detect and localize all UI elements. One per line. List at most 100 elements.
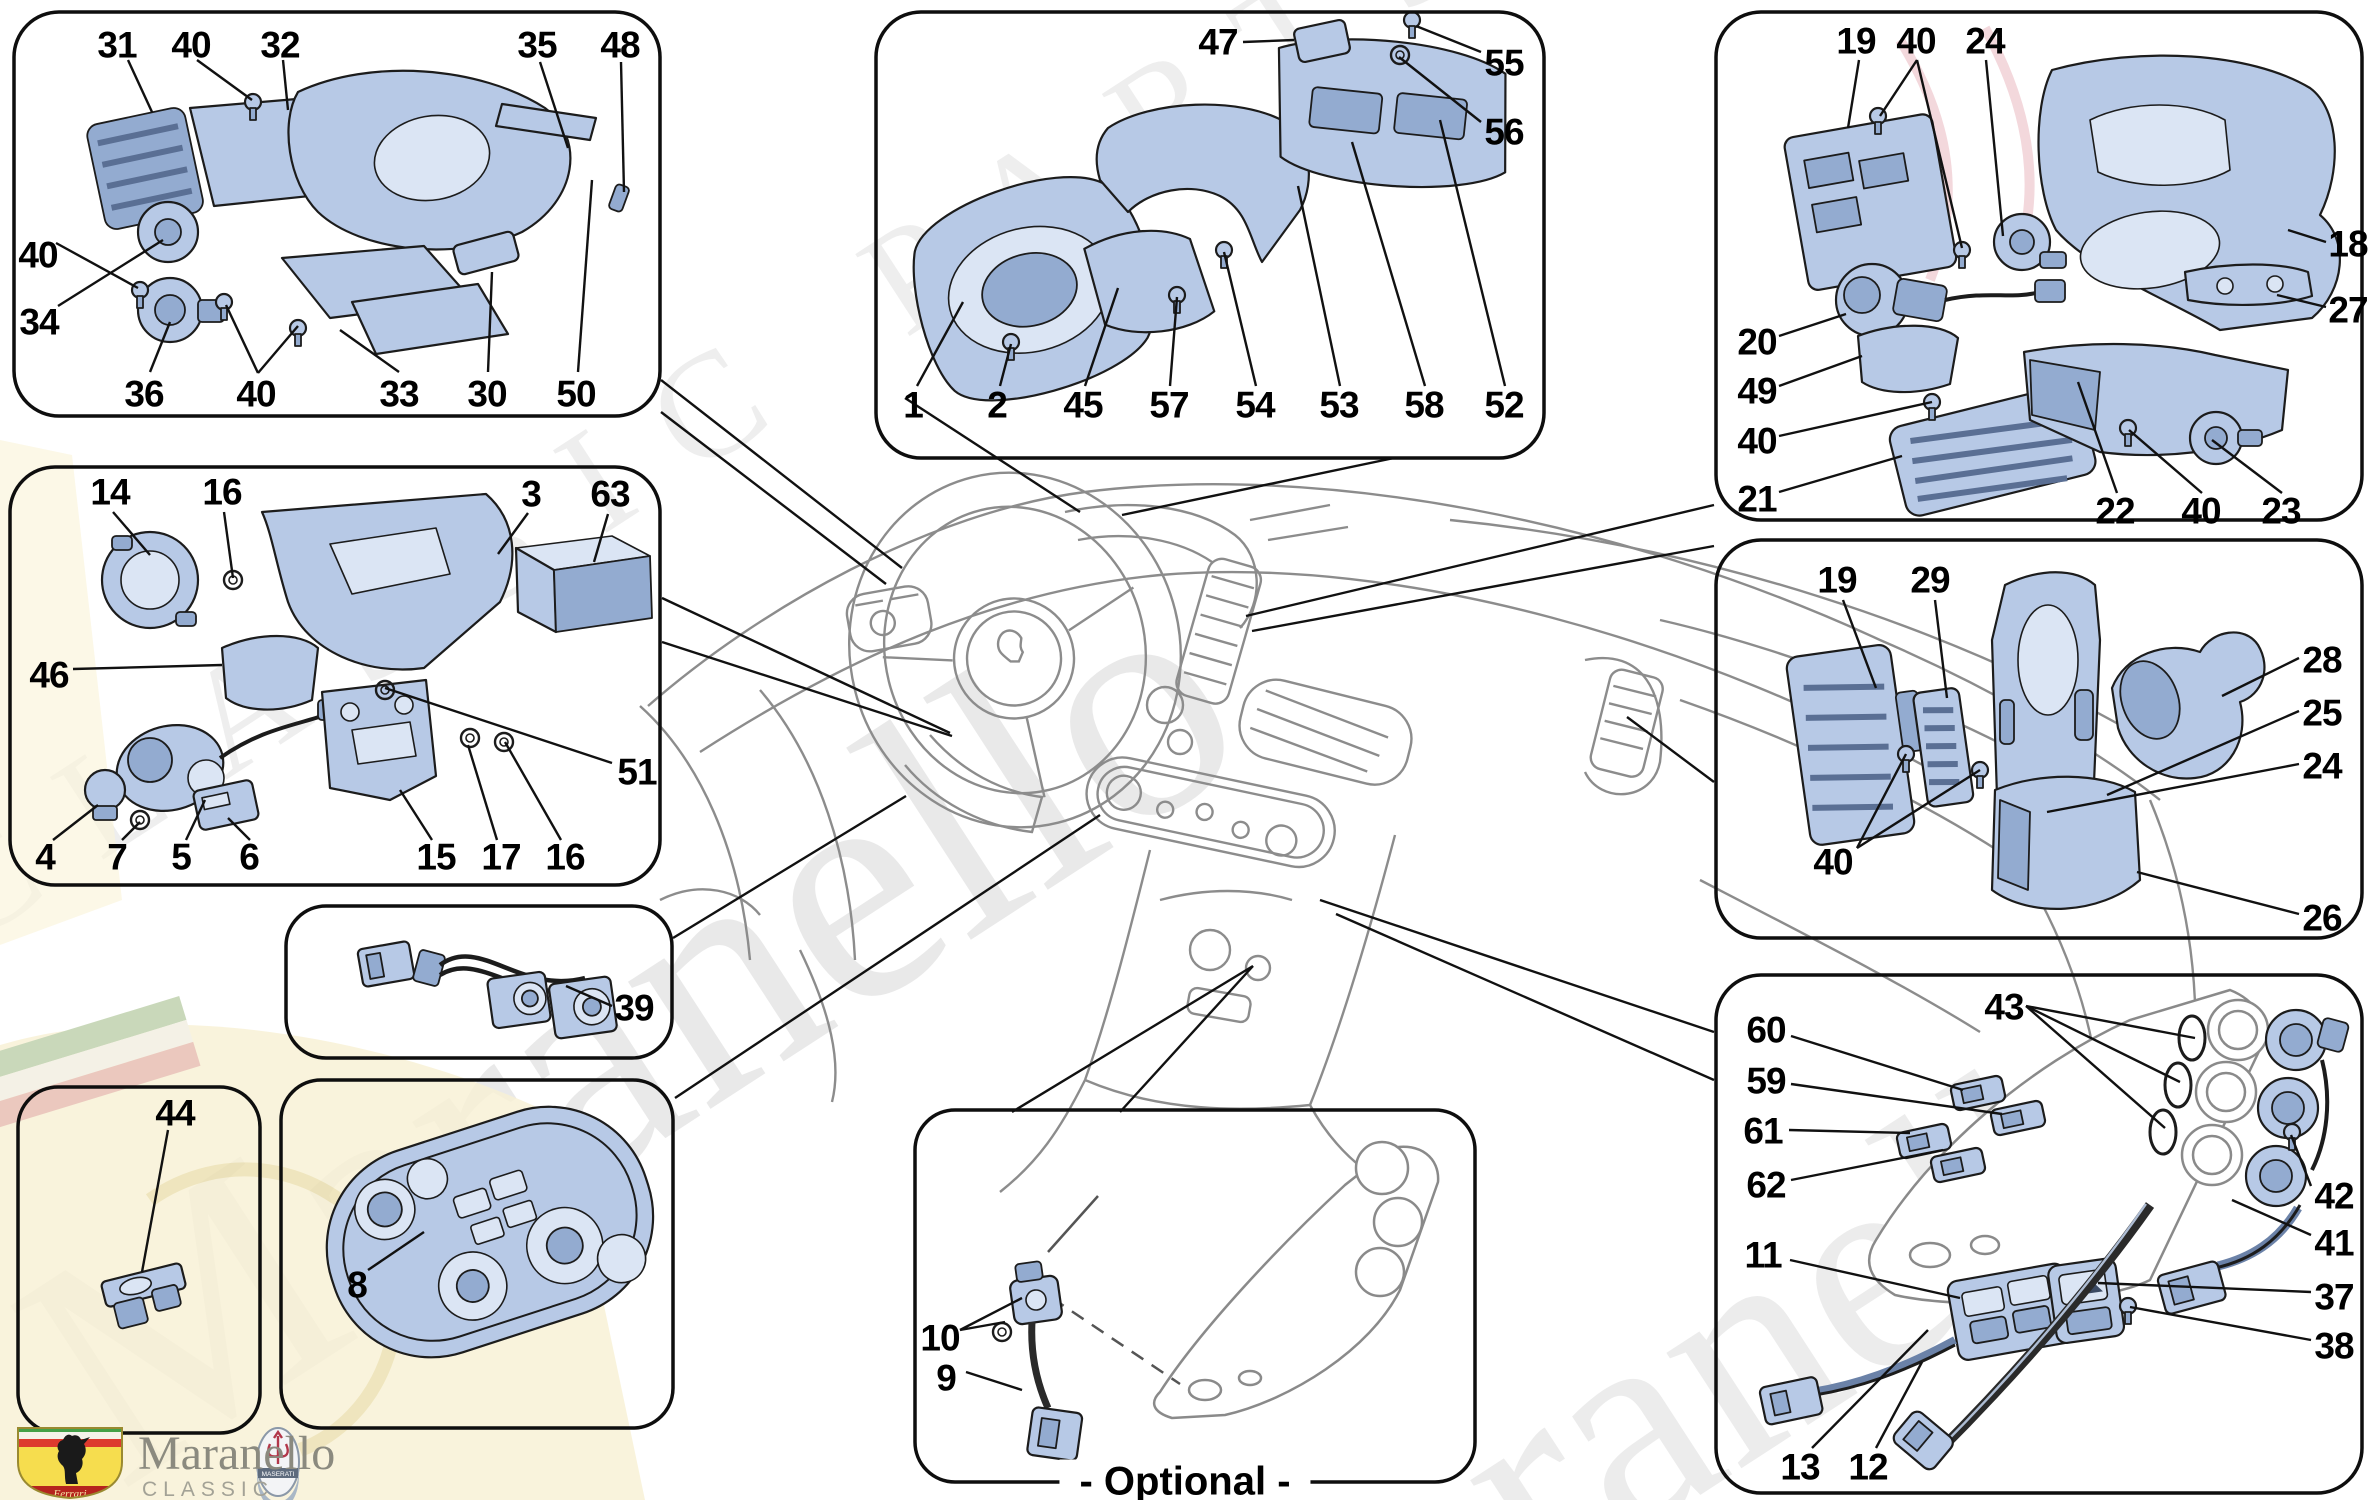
callout-ignition-knee-panel-4: 4 — [35, 836, 56, 878]
callout-side-vent-25: 25 — [2302, 692, 2342, 734]
panel-box-instrument-cluster — [874, 10, 1546, 460]
leader-tunnel-switches — [2025, 1004, 2196, 1040]
leader-steering-shrouds — [486, 271, 494, 373]
leader-ignition-knee-panel — [184, 799, 207, 841]
callout-harness-switches-39: 39 — [614, 987, 654, 1029]
leader-steering-shrouds — [257, 325, 299, 374]
panel-box-tunnel-switches — [1714, 973, 2364, 1495]
leader-ignition-knee-panel — [592, 513, 610, 563]
callout-instrument-cluster-45: 45 — [1063, 384, 1103, 426]
leader-instrument-cluster — [1350, 141, 1427, 387]
leader-tunnel-switches — [1811, 1329, 1929, 1449]
leader-side-vent — [2221, 656, 2300, 698]
leader-passenger-dash-panels — [1984, 59, 2005, 237]
callout-side-vent-28: 28 — [2302, 639, 2342, 681]
leader-ignition-knee-panel — [112, 511, 151, 556]
callout-ignition-knee-panel-14: 14 — [90, 471, 130, 513]
box4-parts — [100, 1262, 187, 1330]
callout-instrument-cluster-58: 58 — [1404, 384, 1444, 426]
callout-instrument-cluster-57: 57 — [1149, 384, 1189, 426]
callout-tunnel-switches-43: 43 — [1984, 986, 2024, 1028]
logo-art: Ferrari MASERATI — [17, 1427, 300, 1500]
leader-optional-sensor — [959, 1296, 1023, 1332]
leader-side-vent — [1855, 753, 1908, 849]
callout-passenger-dash-panels-24: 24 — [1965, 20, 2005, 62]
maserati-roundel-icon: MASERATI — [256, 1427, 300, 1500]
box6-parts — [912, 10, 1507, 402]
callout-side-vent-40: 40 — [1813, 841, 1853, 883]
box3-parts — [356, 940, 618, 1040]
box7-parts — [1783, 54, 2341, 517]
callout-tunnel-switches-60: 60 — [1746, 1009, 1786, 1051]
callout-tunnel-switches-37: 37 — [2314, 1276, 2354, 1318]
leader-steering-shrouds — [619, 61, 626, 193]
callout-passenger-dash-panels-40: 40 — [1896, 20, 1936, 62]
callout-instrument-cluster-52: 52 — [1484, 384, 1524, 426]
leader-tunnel-switches — [1788, 1128, 1911, 1135]
leader-passenger-dash-panels — [1778, 354, 1863, 388]
connector-line — [674, 814, 1101, 1099]
leader-tunnel-switches — [1790, 1148, 1944, 1182]
leader-optional-sensor — [959, 1320, 1006, 1332]
callout-ignition-knee-panel-51: 51 — [617, 751, 657, 793]
leader-tunnel-switches — [2231, 1198, 2312, 1237]
leader-steering-shrouds — [224, 304, 260, 374]
callout-side-vent-29: 29 — [1910, 559, 1950, 601]
leader-tunnel-switches — [2025, 1004, 2181, 1084]
leader-instrument-cluster — [1242, 38, 1295, 44]
leader-side-vent — [2136, 870, 2300, 916]
callout-clip-44: 44 — [155, 1092, 195, 1134]
callout-passenger-dash-panels-18: 18 — [2328, 223, 2368, 265]
leader-ignition-knee-panel — [503, 741, 563, 841]
callout-passenger-dash-panels-19: 19 — [1836, 20, 1876, 62]
leader-clip — [140, 1129, 170, 1273]
leader-steering-shrouds — [281, 59, 290, 111]
leader-ignition-knee-panel — [222, 511, 235, 579]
callout-ignition-knee-panel-6: 6 — [239, 836, 260, 878]
leader-passenger-dash-panels — [2128, 429, 2203, 494]
leader-tunnel-switches — [2097, 1281, 2312, 1294]
box5-parts — [325, 1105, 655, 1359]
leader-passenger-dash-panels — [1778, 454, 1903, 494]
leader-steering-shrouds — [57, 238, 164, 308]
callout-passenger-dash-panels-22: 22 — [2095, 490, 2135, 532]
callout-steering-shrouds-31: 31 — [97, 24, 137, 66]
callout-ignition-knee-panel-16: 16 — [545, 836, 585, 878]
leader-side-vent — [1933, 599, 1949, 699]
panel-box-ignition-knee-panel — [8, 465, 662, 887]
box9-parts — [1758, 988, 2350, 1471]
leader-steering-shrouds — [538, 61, 570, 149]
connector-line — [1626, 716, 1715, 783]
optional-box-label: - Optional - — [1059, 1459, 1311, 1500]
callout-ignition-knee-panel-7: 7 — [107, 836, 128, 878]
logo-tagline-text: CLASSIC PARTS — [142, 1478, 274, 1500]
box1-parts — [86, 69, 630, 356]
leader-side-vent — [2046, 762, 2300, 814]
callout-passenger-dash-panels-49: 49 — [1737, 370, 1777, 412]
leader-ignition-knee-panel — [72, 663, 223, 671]
callout-ignition-knee-panel-46: 46 — [29, 654, 69, 696]
callout-tunnel-switches-11: 11 — [1744, 1234, 1782, 1276]
callout-tunnel-switches-41: 41 — [2314, 1222, 2354, 1264]
leader-optional-sensor — [965, 1370, 1023, 1392]
callout-instrument-cluster-54: 54 — [1235, 384, 1275, 426]
callout-instrument-cluster-55: 55 — [1484, 42, 1524, 84]
connector-line — [661, 640, 953, 738]
panel-box-climate-control — [279, 1078, 675, 1430]
box2-parts — [83, 492, 653, 831]
leader-tunnel-switches — [1789, 1258, 1961, 1300]
callout-steering-shrouds-40: 40 — [171, 24, 211, 66]
callout-steering-shrouds-34: 34 — [19, 301, 59, 343]
leader-ignition-knee-panel — [52, 804, 99, 841]
callout-side-vent-24: 24 — [2302, 745, 2342, 787]
maranello-logo: Ferrari MASERATI Maranello CLASSIC PARTS — [14, 1424, 344, 1500]
connector-line — [672, 794, 907, 940]
panel-box-clip — [16, 1085, 262, 1435]
callout-steering-shrouds-40: 40 — [18, 234, 58, 276]
leader-ignition-knee-panel — [497, 512, 529, 555]
connector-line — [1335, 912, 1715, 1082]
callout-steering-shrouds-35: 35 — [517, 24, 557, 66]
panel-box-optional-sensor — [913, 1108, 1477, 1484]
leader-instrument-cluster — [1415, 24, 1482, 54]
